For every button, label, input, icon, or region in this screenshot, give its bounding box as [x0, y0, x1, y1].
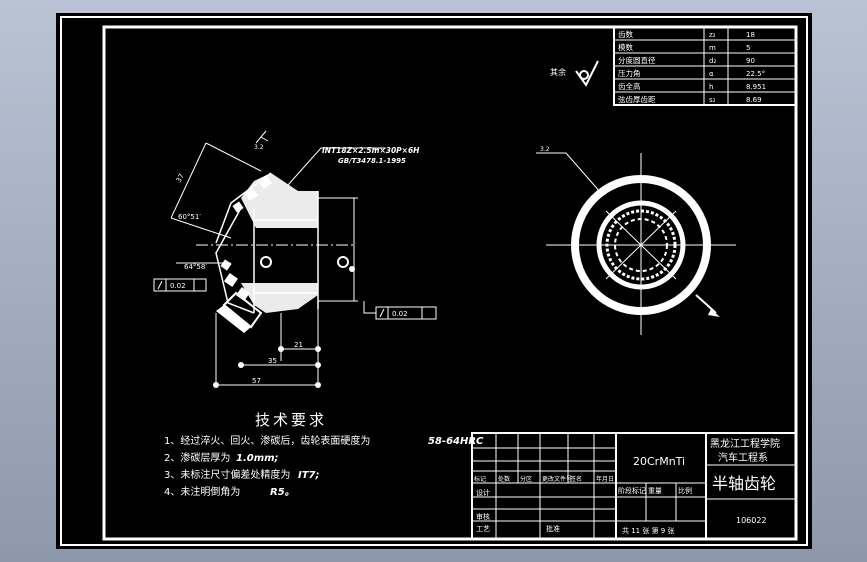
param-label: 齿数	[618, 29, 633, 39]
revision-header-cell: 年月日	[596, 475, 614, 483]
dim-60-51: 60°51′	[178, 213, 201, 221]
roughness-side-value: 3.2	[540, 146, 550, 153]
param-label: 弦齿厚齿距	[618, 94, 656, 104]
tech-req-value: 1.0mm;	[236, 453, 279, 464]
dim-57: 57	[252, 377, 261, 385]
param-symbol: z₂	[709, 31, 716, 39]
lower-tooth-block	[222, 291, 263, 329]
param-symbol: m	[709, 44, 716, 52]
tech-req-list: 1、经过淬火、回火、渗碳后，齿轮表面硬度为 2、渗碳层厚为 3、未标注尺寸偏差处精度…	[164, 434, 484, 498]
param-label: 压力角	[618, 68, 641, 78]
param-value: 8.951	[746, 83, 766, 91]
spline-note-2: GB/T3478.1-1995	[338, 157, 406, 165]
dim-64-58: 64°58′	[184, 263, 207, 271]
material-label: 20CrMnTi	[633, 455, 685, 468]
school-name: 黑龙江工程学院	[710, 437, 780, 450]
tolerance-frame-right	[375, 306, 437, 320]
weight-label: 重量	[648, 487, 662, 495]
drawing-number: 106022	[736, 516, 767, 525]
tech-req-item: 3、未标注尺寸偏差处精度为	[164, 468, 290, 481]
parameter-rows: 齿数 z₂ 18 模数 m 5 分度圆直径 d₂ 90 压力角 α 22.5° 齿全高 h 8.951 弦齿厚…	[618, 29, 766, 104]
tolerance-frame-left	[153, 278, 207, 292]
tolerance-left-value: 0.02	[170, 282, 186, 290]
spline-note-1: INT18Z×2.5m×30P×6H	[322, 146, 420, 155]
param-value: 5	[746, 44, 750, 52]
sheet-count: 共 11 张 第 9 张	[622, 526, 675, 535]
tolerance-right-value: 0.02	[392, 310, 408, 318]
param-label: 模数	[618, 42, 633, 52]
oil-hole-right	[337, 256, 349, 268]
param-value: 90	[746, 57, 755, 65]
dept-name: 汽车工程系	[718, 451, 768, 464]
param-value: 22.5°	[746, 70, 765, 78]
section-view: 57 35 21 37 60°51′ 64°58′ 3.2 INT18Z×2.5…	[153, 130, 437, 388]
role-approve: 批准	[546, 524, 560, 533]
param-symbol: d₂	[709, 57, 716, 65]
role-design: 设计	[476, 488, 490, 497]
tech-req-title: 技术要求	[255, 411, 327, 429]
gear-teeth-upper	[232, 175, 272, 213]
oil-hole-left	[260, 256, 272, 268]
title-block	[471, 432, 797, 540]
roughness-rest-label: 其余	[550, 67, 566, 77]
end-view: 3.2	[536, 146, 736, 335]
revision-header-cell: 分区	[520, 475, 532, 483]
revision-header-cell: 签名	[570, 475, 582, 483]
param-symbol: α	[709, 70, 714, 78]
section-hatch-bottom	[241, 283, 318, 313]
param-label: 齿全高	[618, 81, 641, 91]
tech-req-item: 4、未注明倒角为	[164, 485, 240, 498]
inner-border	[102, 25, 798, 541]
stage-label: 阶段标记	[618, 486, 646, 495]
scale-label: 比例	[678, 486, 692, 495]
parameter-table	[613, 26, 797, 106]
param-value: 18	[746, 31, 755, 39]
revision-header-cell: 更改文件号	[542, 475, 572, 483]
param-symbol: h	[709, 83, 713, 91]
engineering-drawing: 齿数 z₂ 18 模数 m 5 分度圆直径 d₂ 90 压力角 α 22.5° 齿全高 h 8.951 弦齿厚…	[60, 16, 808, 546]
outer-border	[60, 16, 808, 546]
tech-req-value: 58-64HRC	[428, 436, 484, 447]
param-symbol: s₂	[709, 96, 716, 104]
revision-header-cell: 标记	[474, 475, 486, 483]
revision-header-cell: 处数	[498, 475, 510, 483]
gear-teeth-lower	[220, 259, 250, 301]
section-hatch-top	[241, 173, 318, 228]
tech-req-value: R5。	[270, 487, 295, 498]
tech-req-item: 2、渗碳层厚为	[164, 451, 230, 464]
dim-37: 37	[175, 172, 186, 184]
role-process: 工艺	[476, 525, 490, 533]
part-name: 半轴齿轮	[712, 474, 776, 493]
dim-35: 35	[268, 357, 277, 365]
roughness-top-value: 3.2	[254, 144, 264, 151]
roughness-rest-icon	[575, 60, 599, 87]
tech-req-value: IT7;	[298, 470, 320, 481]
role-check: 审核	[476, 512, 490, 521]
dim-21: 21	[294, 341, 303, 349]
param-value: 8.69	[746, 96, 762, 104]
tech-req-item: 1、经过淬火、回火、渗碳后，齿轮表面硬度为	[164, 434, 370, 447]
drawing-viewport[interactable]: 齿数 z₂ 18 模数 m 5 分度圆直径 d₂ 90 压力角 α 22.5° 齿全高 h 8.951 弦齿厚…	[56, 13, 812, 549]
param-label: 分度圆直径	[618, 55, 656, 65]
